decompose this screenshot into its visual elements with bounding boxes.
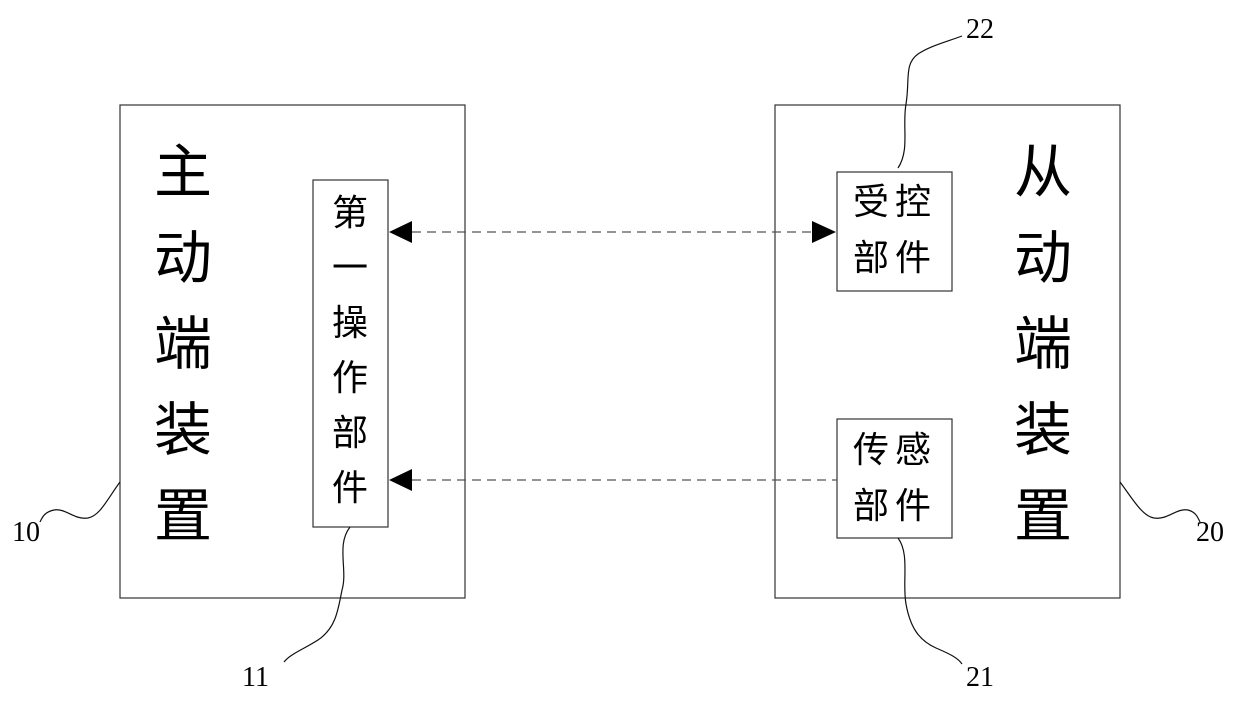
arrowhead-left-top xyxy=(389,221,412,243)
leader-line-21 xyxy=(898,538,962,664)
master-device-char: 置 xyxy=(154,482,212,550)
first-operating-part-char: 部 xyxy=(332,413,368,454)
first-operating-part-char: 操 xyxy=(332,303,368,344)
leader-line-22 xyxy=(898,36,962,168)
sensing-part-label: 传感 部件 xyxy=(853,430,937,527)
slave-device-char: 装 xyxy=(1014,396,1072,464)
first-operating-part-char: 一 xyxy=(332,248,368,289)
leader-line-11 xyxy=(284,527,350,662)
sensing-part-line2: 部件 xyxy=(853,486,937,527)
controlled-part-line1: 受控 xyxy=(853,182,937,223)
slave-device-char: 动 xyxy=(1014,224,1072,292)
ref-label-11: 11 xyxy=(242,662,269,693)
ref-label-21: 21 xyxy=(966,662,994,693)
slave-device-label: 从 动 端 装 置 xyxy=(1014,138,1072,550)
controlled-part-line2: 部件 xyxy=(853,238,937,279)
ref-label-22: 22 xyxy=(966,14,994,45)
slave-device-char: 从 xyxy=(1014,138,1072,206)
arrowhead-left-bottom xyxy=(389,469,412,491)
ref-label-20: 20 xyxy=(1196,517,1224,548)
slave-device-char: 置 xyxy=(1014,482,1072,550)
master-device-char: 端 xyxy=(154,310,212,378)
arrowhead-right-top xyxy=(812,221,836,243)
first-operating-part-char: 件 xyxy=(332,468,368,509)
controlled-part-label: 受控 部件 xyxy=(853,182,937,279)
first-operating-part-label: 第 一 操 作 部 件 xyxy=(332,193,368,509)
first-operating-part-char: 第 xyxy=(332,193,368,234)
ref-label-10: 10 xyxy=(12,517,40,548)
master-device-char: 装 xyxy=(154,396,212,464)
sensing-part-line1: 传感 xyxy=(853,430,937,471)
leader-line-20 xyxy=(1120,482,1200,522)
leader-line-10 xyxy=(40,482,120,522)
first-operating-part-char: 作 xyxy=(332,358,368,399)
master-device-char: 主 xyxy=(154,138,212,206)
master-device-label: 主 动 端 装 置 xyxy=(154,138,212,550)
master-device-char: 动 xyxy=(154,224,212,292)
slave-device-char: 端 xyxy=(1014,310,1072,378)
